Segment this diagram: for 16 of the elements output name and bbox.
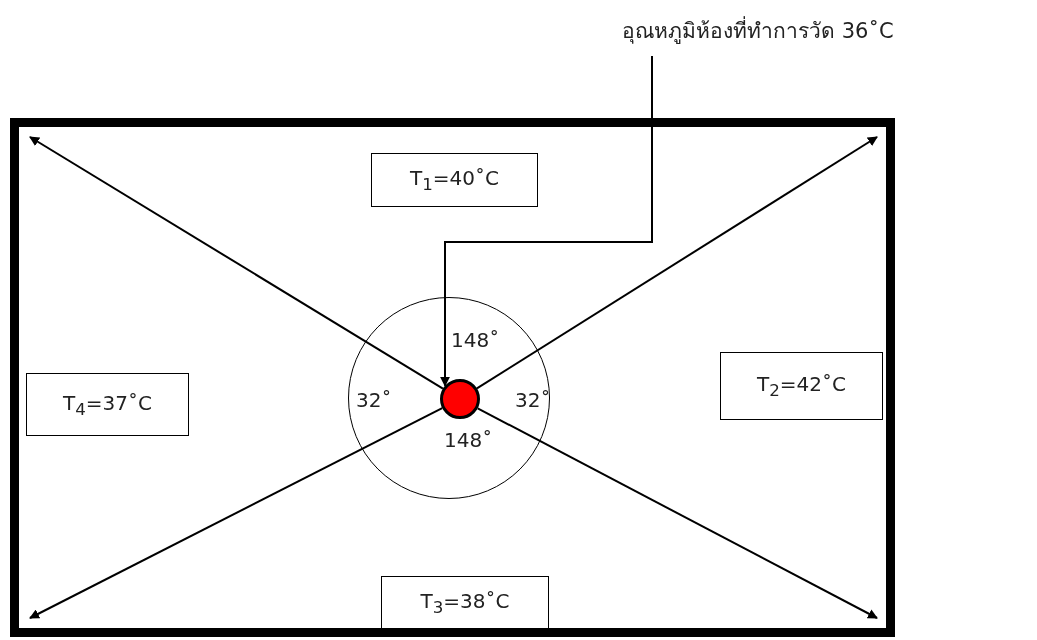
room-outline: [10, 118, 895, 637]
arrow: [475, 136, 878, 390]
arrow: [29, 407, 444, 619]
angle-label: 148˚: [451, 328, 500, 352]
angle-label: 148˚: [444, 428, 493, 452]
temperature-note: อุณหภูมิห้องที่ทำการวัด 36˚C: [622, 14, 1030, 52]
angle-label: 32˚: [356, 388, 392, 412]
temperature-box: T$_{2}$=42˚C: [720, 352, 883, 420]
temperature-box: T$_{4}$=37˚C: [26, 373, 189, 436]
arrow: [29, 136, 444, 390]
angle-label: 32˚: [515, 388, 551, 412]
sensor-dot: [439, 378, 480, 419]
temperature-box: T$_{3}$=38˚C: [381, 576, 549, 629]
temperature-box: T$_{1}$=40˚C: [371, 153, 538, 207]
arrow: [476, 407, 878, 619]
leader-arrow: [440, 55, 653, 387]
